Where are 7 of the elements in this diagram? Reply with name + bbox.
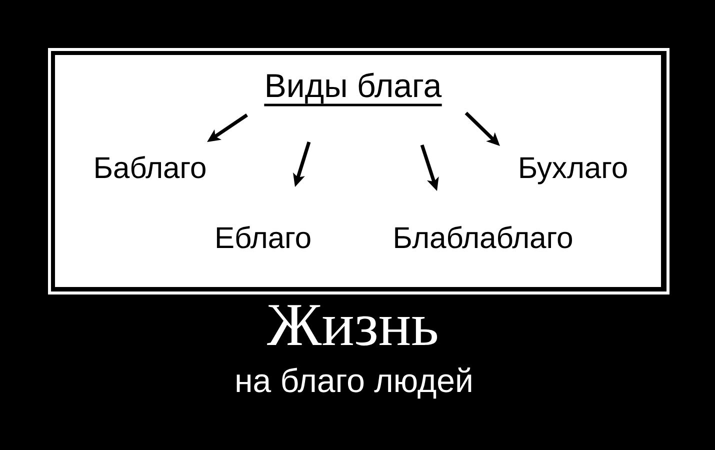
caption: на благо людей (236, 368, 472, 399)
underlined-heading: Виды блага (264, 72, 442, 106)
item-label: Баблаго (96, 156, 206, 178)
title: Жизнь (267, 305, 438, 346)
item-label: Блаблаблаго (395, 226, 572, 248)
item-label: Еблаго (216, 226, 310, 248)
item-label: Бухлаго (520, 157, 627, 184)
